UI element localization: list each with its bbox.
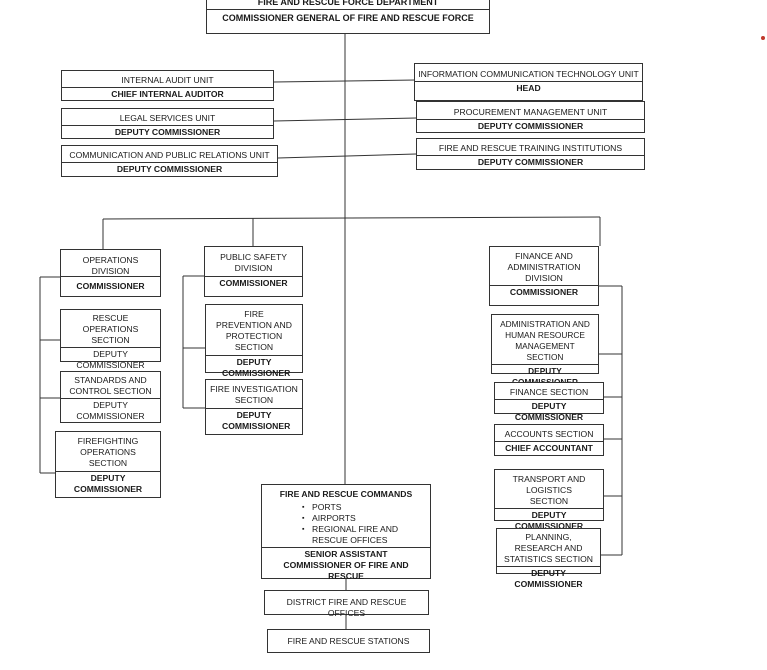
rescue-operations-section: RESCUE OPERATIONS SECTION DEPUTY COMMISS… (60, 309, 161, 370)
unit-role: CHIEF INTERNAL AUDITOR (62, 87, 273, 101)
commissioner-general-role: COMMISSIONER GENERAL OF FIRE AND RESCUE … (207, 9, 489, 25)
unit-role: DEPUTY COMMISSIONER (62, 125, 273, 139)
commands-item-ports: PORTS (302, 502, 430, 513)
commissioner-general-box: FIRE AND RESCUE FORCE DEPARTMENT COMMISS… (206, 0, 490, 34)
commands-list: PORTS AIRPORTS REGIONAL FIRE AND RESCUE … (302, 502, 430, 546)
unit-title: INFORMATION COMMUNICATION TECHNOLOGY UNI… (418, 69, 639, 79)
section-role: DEPUTY COMMISSIONER (495, 399, 603, 424)
operations-division: OPERATIONS DIVISION COMMISSIONER (60, 249, 161, 297)
accounts-section: ACCOUNTS SECTION CHIEF ACCOUNTANT (494, 424, 604, 456)
firefighting-operations-section: FIREFIGHTING OPERATIONS SECTION DEPUTY C… (55, 431, 161, 498)
section-role: DEPUTY COMMISSIONER (206, 355, 302, 380)
transport-logistics-section: TRANSPORT AND LOGISTICS SECTION DEPUTY C… (494, 469, 604, 531)
fire-investigation-section: FIRE INVESTIGATION SECTION DEPUTY COMMIS… (205, 379, 303, 435)
training-institutions-unit: FIRE AND RESCUE TRAINING INSTITUTIONS DE… (416, 138, 645, 170)
section-title: STANDARDS AND CONTROL SECTION (69, 375, 152, 396)
section-role: DEPUTY COMMISSIONER (495, 508, 603, 533)
commands-item-airports: AIRPORTS (302, 513, 430, 524)
communication-public-relations-unit: COMMUNICATION AND PUBLIC RELATIONS UNIT … (61, 145, 278, 177)
division-role: COMMISSIONER (205, 276, 302, 290)
section-title: FIREFIGHTING OPERATIONS SECTION (77, 436, 139, 468)
unit-title: LEGAL SERVICES UNIT (119, 113, 216, 123)
fire-rescue-stations-box: FIRE AND RESCUE STATIONS (267, 629, 430, 653)
division-title: OPERATIONS DIVISION (82, 255, 139, 276)
unit-title: FIRE AND RESCUE TRAINING INSTITUTIONS (438, 143, 623, 153)
standards-control-section: STANDARDS AND CONTROL SECTION DEPUTY COM… (60, 371, 161, 423)
section-title: ACCOUNTS SECTION (504, 429, 594, 439)
planning-research-section: PLANNING, RESEARCH AND STATISTICS SECTIO… (496, 528, 601, 589)
ict-unit: INFORMATION COMMUNICATION TECHNOLOGY UNI… (414, 63, 643, 101)
unit-role: DEPUTY COMMISSIONER (62, 162, 277, 176)
unit-role: DEPUTY COMMISSIONER (417, 119, 644, 133)
commands-item-regional-offices: REGIONAL FIRE AND RESCUE OFFICES (302, 524, 430, 546)
department-title: FIRE AND RESCUE FORCE DEPARTMENT (257, 0, 439, 7)
unit-title: INTERNAL AUDIT UNIT (121, 75, 214, 85)
finance-section: FINANCE SECTION DEPUTY COMMISSIONER (494, 382, 604, 422)
internal-audit-unit: INTERNAL AUDIT UNIT CHIEF INTERNAL AUDIT… (61, 70, 274, 101)
admin-hr-section: ADMINISTRATION AND HUMAN RESOURCE MANAGE… (491, 314, 599, 387)
division-title: FINANCE AND ADMINISTRATION DIVISION (507, 251, 581, 283)
unit-role: HEAD (415, 81, 642, 95)
division-role: COMMISSIONER (490, 285, 598, 299)
district-offices-box: DISTRICT FIRE AND RESCUE OFFICES (264, 590, 429, 618)
section-title: RESCUE OPERATIONS SECTION (82, 313, 139, 345)
legal-services-unit: LEGAL SERVICES UNIT DEPUTY COMMISSIONER (61, 108, 274, 139)
division-role: COMMISSIONER (61, 276, 160, 293)
red-dot-marker (761, 36, 765, 40)
section-role: DEPUTY COMMISSIONER (61, 347, 160, 372)
finance-administration-division: FINANCE AND ADMINISTRATION DIVISION COMM… (489, 246, 599, 306)
section-title: FINANCE SECTION (509, 387, 589, 397)
section-role: DEPUTY COMMISSIONER (497, 566, 600, 591)
section-role: CHIEF ACCOUNTANT (495, 441, 603, 455)
commands-title: FIRE AND RESCUE COMMANDS (279, 489, 413, 499)
section-title: PLANNING, RESEARCH AND STATISTICS SECTIO… (504, 532, 593, 564)
section-title: FIRE PREVENTION AND PROTECTION SECTION (216, 309, 292, 352)
unit-title: PROCUREMENT MANAGEMENT UNIT (453, 107, 608, 117)
division-title: PUBLIC SAFETY DIVISION (220, 252, 287, 273)
unit-role: DEPUTY COMMISSIONER (417, 155, 644, 169)
section-role: DEPUTY COMMISSIONER (61, 398, 160, 423)
fire-prevention-section: FIRE PREVENTION AND PROTECTION SECTION D… (205, 304, 303, 378)
district-offices-label: DISTRICT FIRE AND RESCUE OFFICES (286, 597, 407, 618)
fire-rescue-commands: FIRE AND RESCUE COMMANDS PORTS AIRPORTS … (261, 484, 431, 581)
section-title: ADMINISTRATION AND HUMAN RESOURCE MANAGE… (500, 319, 590, 362)
procurement-management-unit: PROCUREMENT MANAGEMENT UNIT DEPUTY COMMI… (416, 101, 645, 133)
public-safety-division: PUBLIC SAFETY DIVISION COMMISSIONER (204, 246, 303, 297)
section-role: DEPUTY COMMISSIONER (206, 408, 302, 433)
section-role: DEPUTY COMMISSIONER (56, 471, 160, 496)
section-title: TRANSPORT AND LOGISTICS SECTION (512, 474, 586, 506)
section-title: FIRE INVESTIGATION SECTION (210, 384, 298, 405)
commands-role: SENIOR ASSISTANT COMMISSIONER OF FIRE AN… (262, 547, 430, 583)
stations-label: FIRE AND RESCUE STATIONS (287, 636, 410, 646)
unit-title: COMMUNICATION AND PUBLIC RELATIONS UNIT (69, 150, 270, 160)
